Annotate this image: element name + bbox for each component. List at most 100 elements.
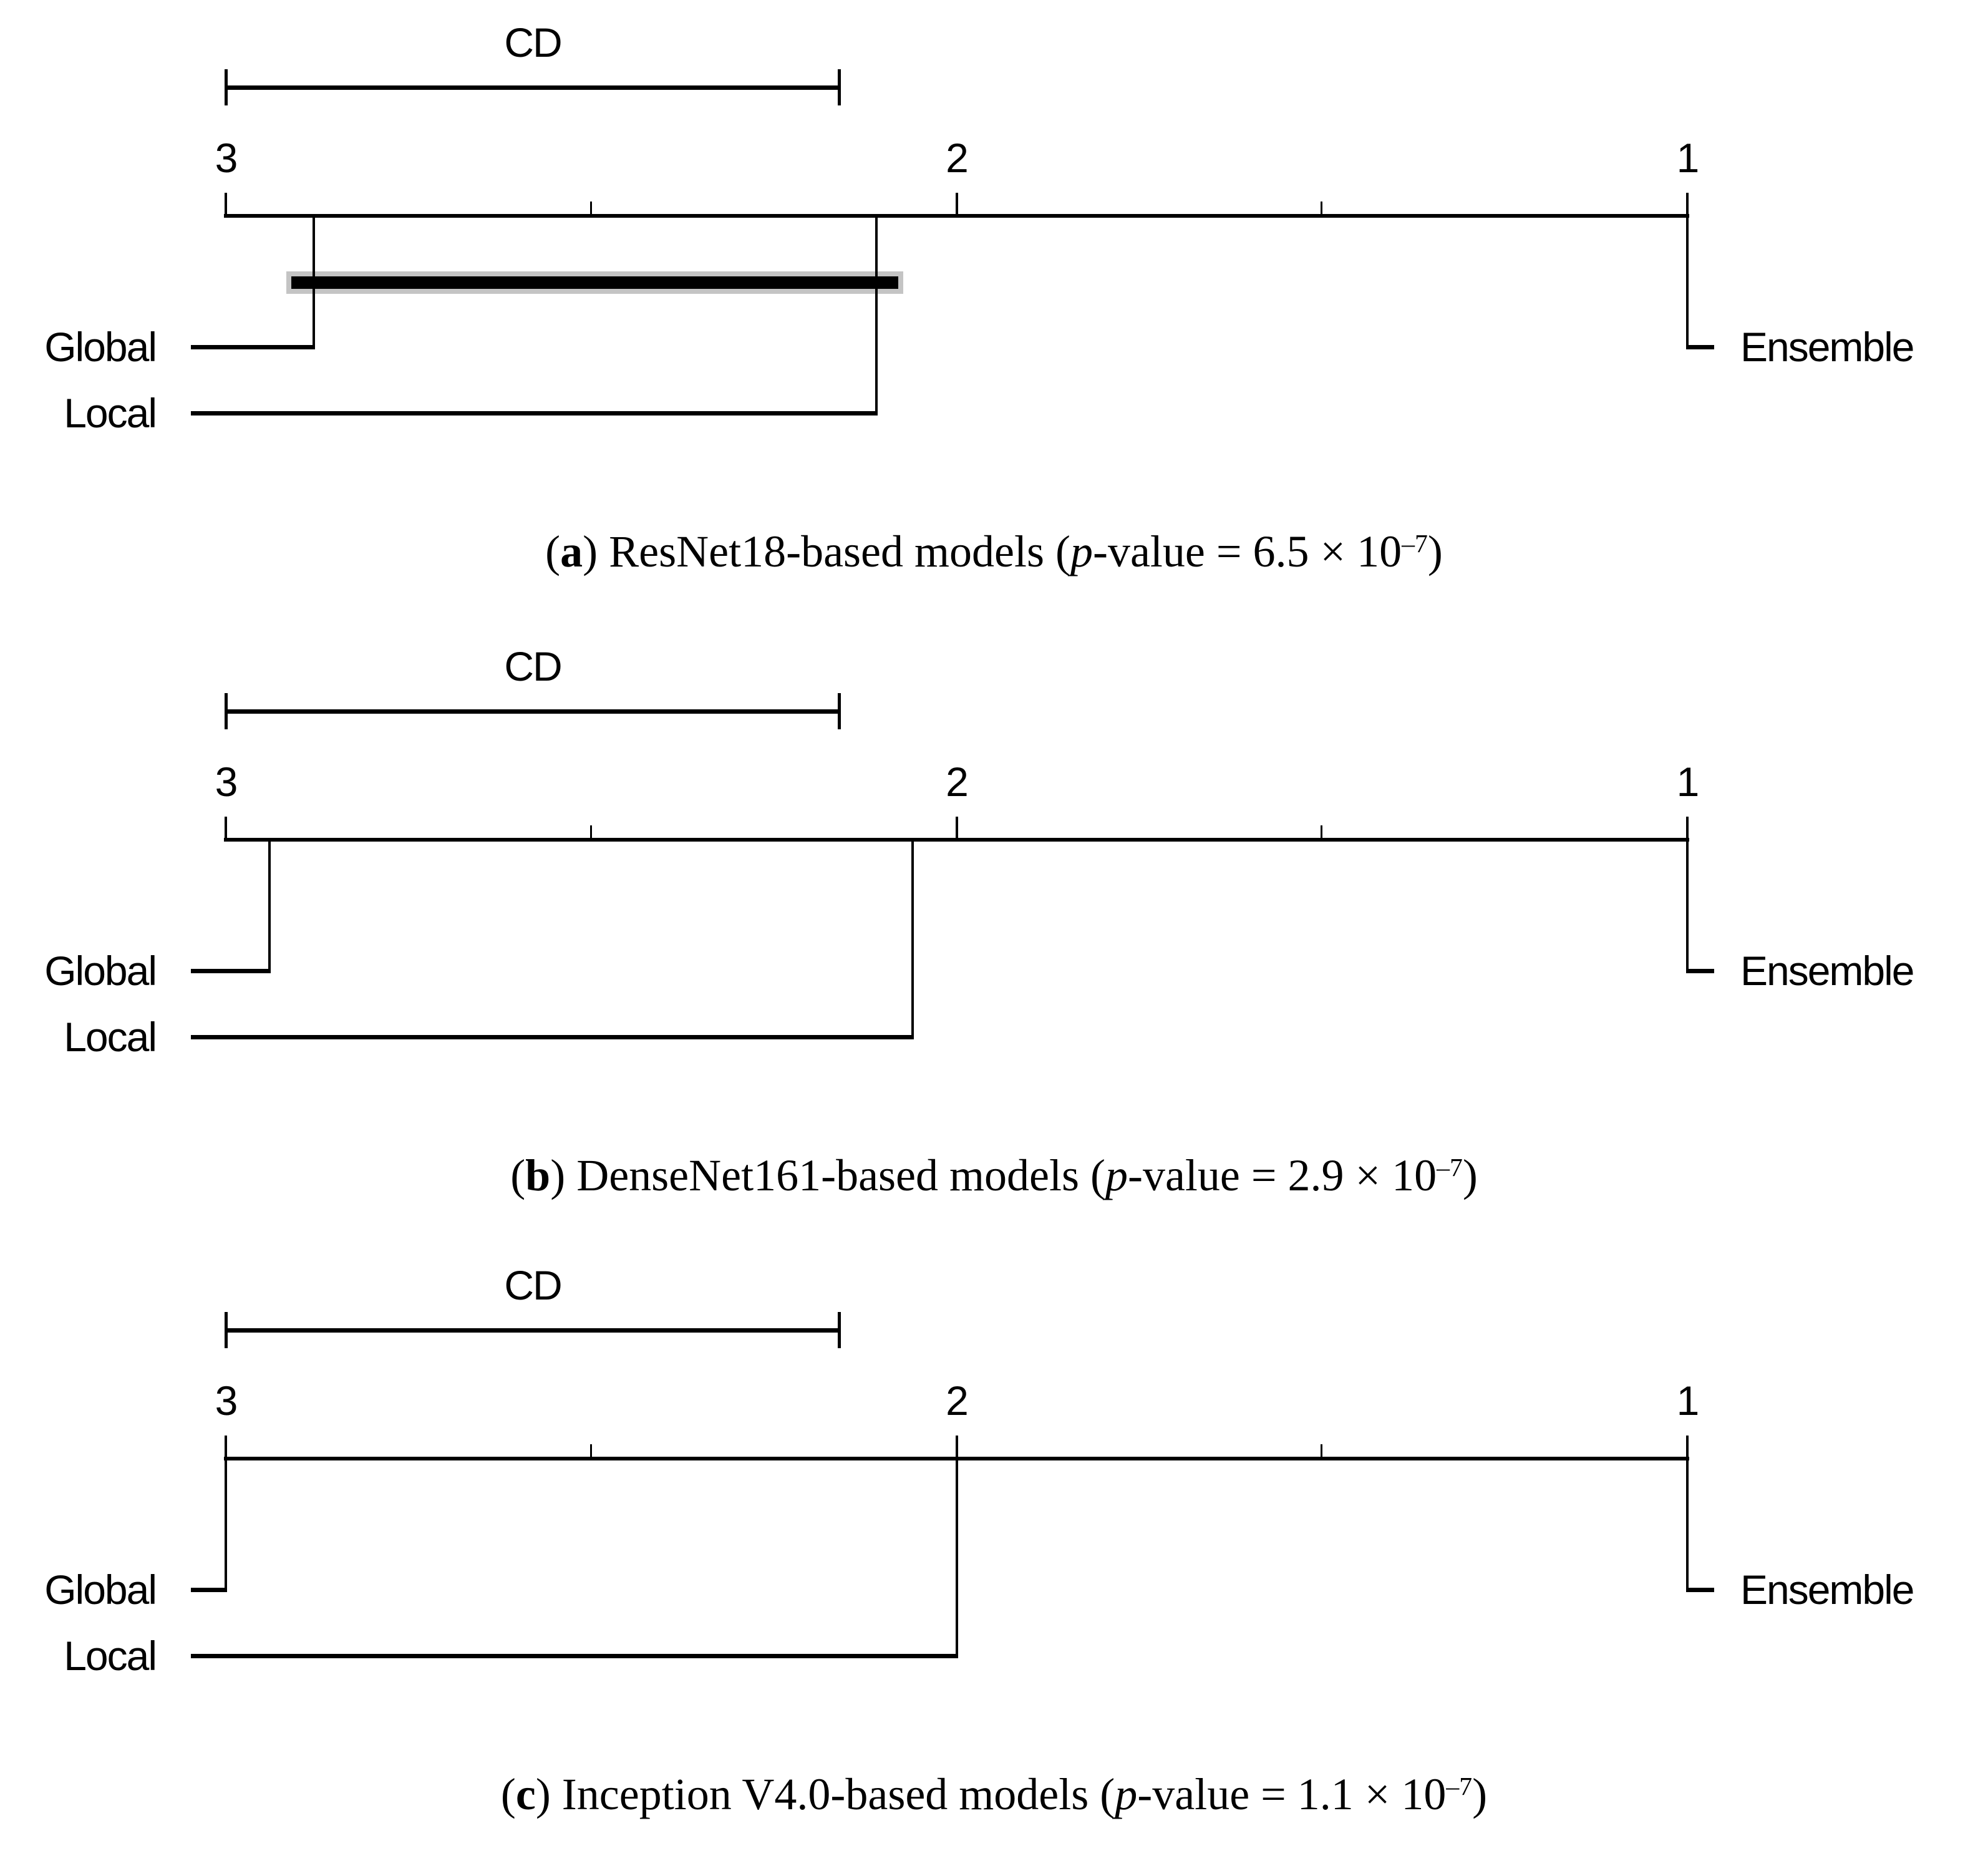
cd-ruler-cap-left: [225, 693, 228, 729]
model-label-global: Global: [44, 324, 157, 370]
axis-minor-tick: [1321, 202, 1323, 216]
axis-major-tick: [1686, 817, 1689, 840]
model-drop-line-local: [911, 840, 914, 1039]
caption-exp-close: ): [1462, 1150, 1478, 1200]
cd-ruler-cap-left: [225, 69, 228, 105]
caption-mantissa: 6.5: [1253, 527, 1309, 576]
cd-ruler-line: [226, 85, 840, 90]
caption-paren-open: (: [500, 1769, 516, 1819]
model-drop-line-local: [955, 1459, 958, 1658]
figure-caption: (a) ResNet18-based models (p-value = 6.5…: [0, 526, 1988, 596]
caption-paren-close: ): [535, 1769, 562, 1819]
model-connector-line-global: [191, 1588, 227, 1592]
axis-major-tick: [225, 1436, 227, 1459]
caption-times-ten: × 10: [1309, 527, 1402, 576]
axis-major-tick: [225, 193, 227, 216]
caption-letter: a: [560, 527, 583, 576]
model-connector-line-ensemble: [1686, 1588, 1714, 1592]
model-connector-line-local: [191, 1654, 958, 1658]
caption-exponent: –7: [1446, 1772, 1473, 1802]
caption-paren-close: ): [550, 1150, 577, 1200]
cd-label: CD: [504, 19, 562, 66]
caption-value-eq: -value =: [1092, 527, 1253, 576]
caption-exponent: –7: [1437, 1154, 1463, 1183]
model-label-ensemble: Ensemble: [1740, 948, 1915, 994]
cd-ruler-cap-left: [225, 1312, 228, 1348]
model-connector-line-global: [191, 969, 271, 973]
model-connector-line-ensemble: [1686, 345, 1714, 349]
axis-major-tick: [225, 817, 227, 840]
caption-p-symbol: p: [1070, 527, 1093, 576]
rank-label: 3: [215, 759, 238, 805]
figure-caption: (c) Inception V4.0-based models (p-value…: [0, 1769, 1988, 1839]
caption-paren-open: (: [510, 1150, 526, 1200]
model-drop-line-global: [312, 216, 315, 349]
cd-ruler-cap-right: [838, 69, 841, 105]
caption-exp-close: ): [1472, 1769, 1488, 1819]
rank-label: 1: [1676, 759, 1700, 805]
axis-major-tick: [1686, 193, 1689, 216]
axis-major-tick: [1686, 1436, 1689, 1459]
rank-label: 3: [215, 1378, 238, 1424]
caption-letter: c: [515, 1769, 536, 1819]
caption-model-text: ResNet18-based models: [609, 527, 1055, 576]
model-label-global: Global: [44, 1567, 157, 1613]
model-label-local: Local: [64, 390, 157, 436]
caption-mantissa: 1.1: [1297, 1769, 1354, 1819]
cd-ruler-cap-right: [838, 693, 841, 729]
rank-axis: [224, 214, 1689, 218]
caption-paren-open: (: [545, 527, 561, 576]
rank-label: 2: [946, 135, 969, 181]
caption-exp-open: (: [1100, 1769, 1115, 1819]
caption-letter: b: [525, 1150, 551, 1200]
caption-p-symbol: p: [1115, 1769, 1138, 1819]
rank-label: 1: [1676, 135, 1700, 181]
model-drop-line-global: [225, 1459, 227, 1591]
model-drop-line-local: [875, 216, 878, 415]
caption-value-eq: -value =: [1137, 1769, 1297, 1819]
model-drop-line-global: [268, 840, 271, 973]
caption-model-text: Inception V4.0-based models: [561, 1769, 1100, 1819]
caption-times-ten: × 10: [1344, 1150, 1437, 1200]
axis-major-tick: [955, 817, 958, 840]
axis-major-tick: [955, 1436, 958, 1459]
caption-p-symbol: p: [1105, 1150, 1128, 1200]
model-label-global: Global: [44, 948, 157, 994]
caption-model-text: DenseNet161-based models: [576, 1150, 1090, 1200]
rank-label: 1: [1676, 1378, 1700, 1424]
axis-minor-tick: [1321, 825, 1323, 840]
axis-minor-tick: [589, 1444, 592, 1459]
axis-minor-tick: [589, 202, 592, 216]
rank-label: 3: [215, 135, 238, 181]
cd-label: CD: [504, 643, 562, 689]
axis-minor-tick: [589, 825, 592, 840]
rank-label: 2: [946, 1378, 969, 1424]
caption-exp-open: (: [1090, 1150, 1105, 1200]
model-label-ensemble: Ensemble: [1740, 324, 1915, 370]
cluster-bar: [291, 276, 898, 289]
model-drop-line-ensemble: [1686, 216, 1689, 349]
rank-label: 2: [946, 759, 969, 805]
caption-exp-open: (: [1055, 527, 1070, 576]
model-label-ensemble: Ensemble: [1740, 1567, 1915, 1613]
model-label-local: Local: [64, 1014, 157, 1060]
model-connector-line-local: [191, 411, 878, 415]
cd-ruler-line: [226, 709, 840, 714]
model-connector-line-local: [191, 1035, 914, 1039]
model-drop-line-ensemble: [1686, 1459, 1689, 1591]
axis-major-tick: [955, 193, 958, 216]
caption-exponent: –7: [1402, 530, 1428, 559]
figure-caption: (b) DenseNet161-based models (p-value = …: [0, 1150, 1988, 1220]
caption-value-eq: -value =: [1127, 1150, 1288, 1200]
model-drop-line-ensemble: [1686, 840, 1689, 973]
model-label-local: Local: [64, 1633, 157, 1679]
model-connector-line-global: [191, 345, 315, 349]
axis-minor-tick: [1321, 1444, 1323, 1459]
caption-paren-close: ): [583, 527, 609, 576]
caption-exp-close: ): [1427, 527, 1443, 576]
model-connector-line-ensemble: [1686, 969, 1714, 973]
